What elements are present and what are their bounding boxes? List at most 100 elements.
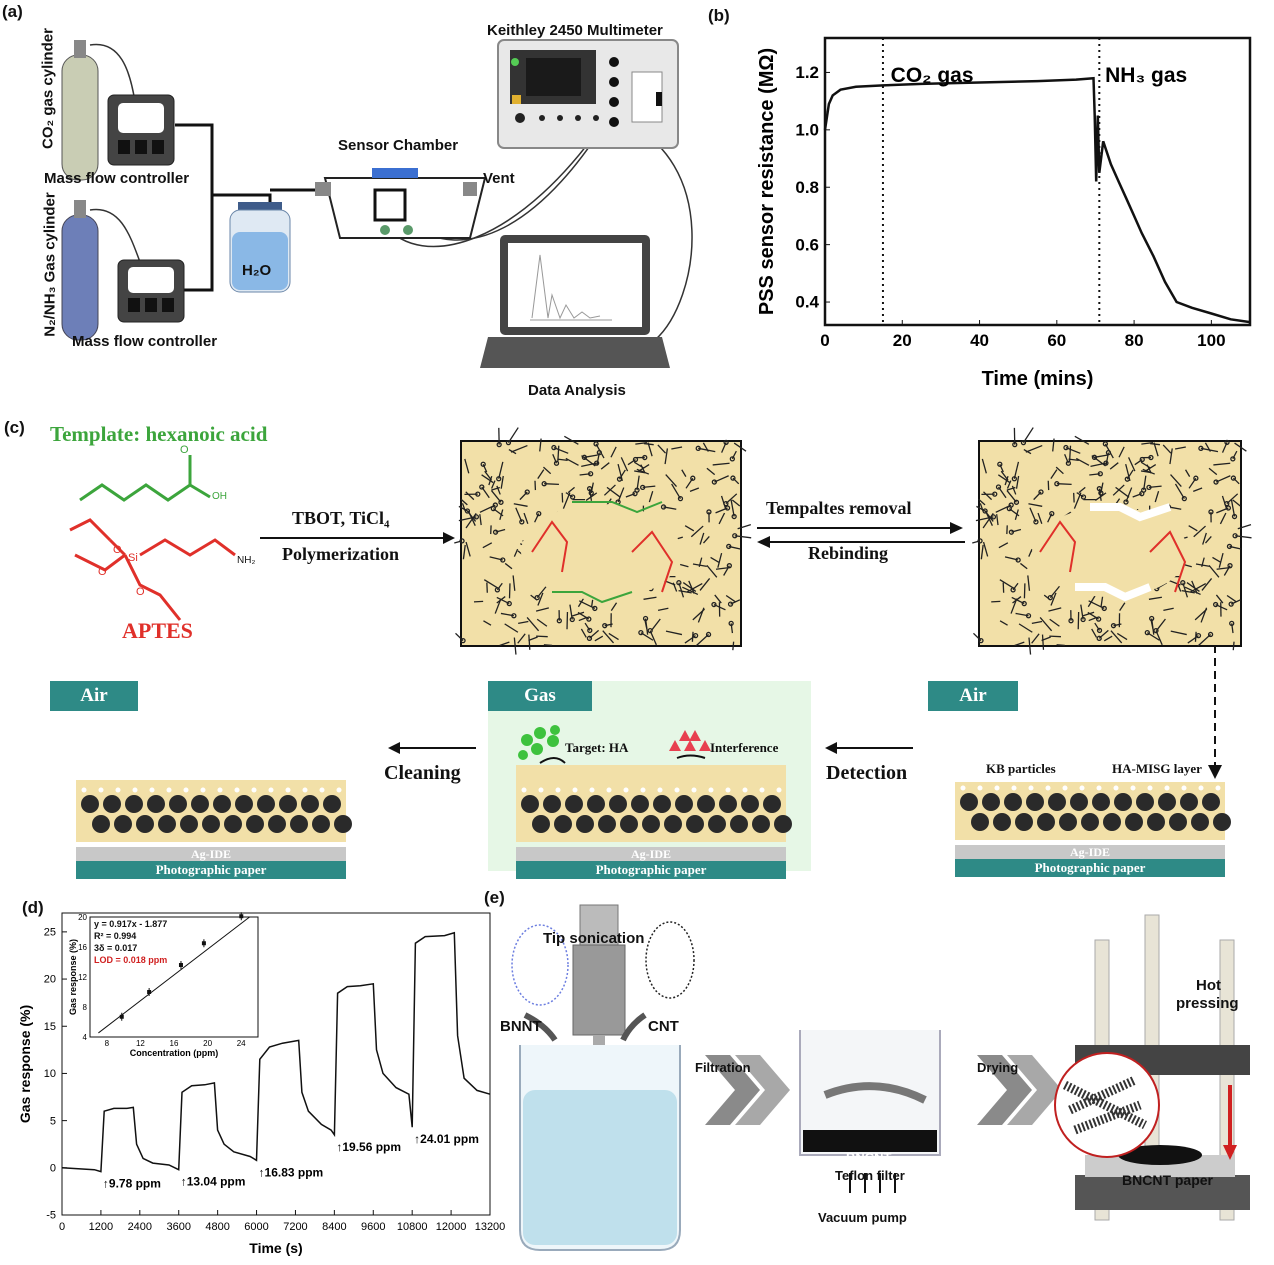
network-bond	[1050, 469, 1058, 479]
nh3-gas-annotation: NH₃ gas	[1105, 64, 1187, 87]
ag-ide-layer: Ag-IDE	[76, 847, 346, 861]
network-bond	[1170, 474, 1182, 487]
y-tick-label: 1.2	[795, 63, 819, 82]
x-tick-label: 6000	[244, 1221, 268, 1233]
mass-flow-controller-icon	[107, 94, 175, 166]
network-bond	[1226, 594, 1237, 603]
kb-particle	[730, 815, 748, 833]
kb-particle	[1092, 793, 1110, 811]
kb-particle	[279, 795, 297, 813]
polymerization-arrow	[260, 532, 455, 544]
x-tick-label: 80	[1125, 331, 1144, 350]
network-bond	[643, 596, 657, 600]
network-bond	[1010, 598, 1018, 614]
network-bond	[1103, 635, 1113, 642]
pore	[1079, 785, 1085, 791]
arrow2-top-label: Tempaltes removal	[766, 498, 912, 518]
network-bond	[1078, 486, 1086, 494]
network-bond	[1023, 449, 1032, 455]
network-node	[551, 444, 557, 451]
network-node	[588, 490, 594, 496]
kb-particle	[971, 813, 989, 831]
network-bond	[1031, 620, 1043, 625]
kb-particle	[1059, 813, 1077, 831]
concentration-annotation: ↑13.04 ppm	[181, 1175, 246, 1189]
x-tick-label: 0	[820, 331, 829, 350]
network-bond	[483, 620, 492, 626]
network-node	[726, 543, 732, 550]
network-bond	[1112, 484, 1125, 496]
network-bond	[1015, 475, 1020, 489]
network-node	[1198, 445, 1204, 451]
network-node	[638, 629, 644, 636]
x-tick-label: 60	[1047, 331, 1066, 350]
pore	[776, 787, 782, 793]
network-bond	[997, 474, 1011, 484]
network-node	[634, 487, 640, 493]
network-bond	[715, 566, 732, 570]
network-node	[1144, 629, 1150, 636]
network-node	[978, 637, 984, 644]
x-tick-label: 20	[893, 331, 912, 350]
n2-cylinder-label: N₂/NH₃ Gas cylinder	[41, 192, 59, 337]
bnnt-label: BNNT	[500, 1018, 542, 1035]
network-node	[480, 461, 486, 467]
network-bond	[999, 579, 1016, 590]
network-bond	[479, 504, 496, 513]
svg-text:O: O	[180, 444, 189, 456]
network-bond	[1075, 457, 1090, 466]
network-bond	[1208, 467, 1218, 476]
network-bond	[1049, 635, 1061, 638]
bncnt-label: BNCNT	[846, 1150, 892, 1165]
network-node	[593, 441, 599, 447]
network-node	[464, 508, 471, 514]
kb-particle	[631, 795, 649, 813]
network-bond	[496, 485, 501, 495]
network-bond	[491, 480, 496, 489]
network-node	[1080, 616, 1086, 623]
network-bond	[1104, 443, 1114, 459]
x-tick-label: 4800	[205, 1221, 229, 1233]
network-bond	[1022, 427, 1034, 443]
network-node	[1231, 513, 1238, 520]
network-bond	[564, 435, 579, 445]
network-bond	[1027, 575, 1031, 591]
network-bond	[1169, 448, 1173, 465]
pore	[302, 787, 308, 793]
network-bond	[1237, 523, 1252, 530]
pore	[674, 787, 680, 793]
network-bond	[1153, 442, 1159, 457]
fit-statistic: 3δ = 0.017	[94, 943, 137, 953]
network-bond	[578, 616, 588, 622]
network-bond	[517, 633, 526, 644]
network-bond	[608, 632, 619, 641]
network-bond	[648, 490, 654, 503]
pore	[217, 787, 223, 793]
aptes-label: APTES	[122, 618, 193, 643]
pore	[1164, 785, 1170, 791]
network-bond	[557, 458, 568, 462]
network-node	[1063, 444, 1069, 451]
network-bond	[718, 512, 726, 525]
data-analysis-label: Data Analysis	[528, 382, 626, 399]
kb-particle	[1004, 793, 1022, 811]
kb-particle	[169, 795, 187, 813]
co2-cylinder-icon	[61, 40, 99, 181]
kb-particle	[213, 795, 231, 813]
network-node	[569, 616, 575, 623]
inset-x-tick-label: 16	[170, 1039, 179, 1048]
kb-particle	[1114, 793, 1132, 811]
network-bond	[1140, 470, 1152, 474]
network-bond	[637, 464, 650, 473]
interference-label: Interference	[710, 740, 779, 755]
inset-y-tick-label: 8	[83, 1003, 88, 1012]
inset-point	[239, 914, 244, 919]
gas-badge: Gas	[488, 681, 592, 711]
network-node	[692, 632, 699, 639]
kb-particle	[1180, 793, 1198, 811]
network-bond	[712, 462, 730, 466]
network-bond	[1113, 623, 1122, 627]
network-node	[1021, 600, 1027, 607]
network-node	[677, 495, 684, 502]
pore	[1181, 785, 1187, 791]
